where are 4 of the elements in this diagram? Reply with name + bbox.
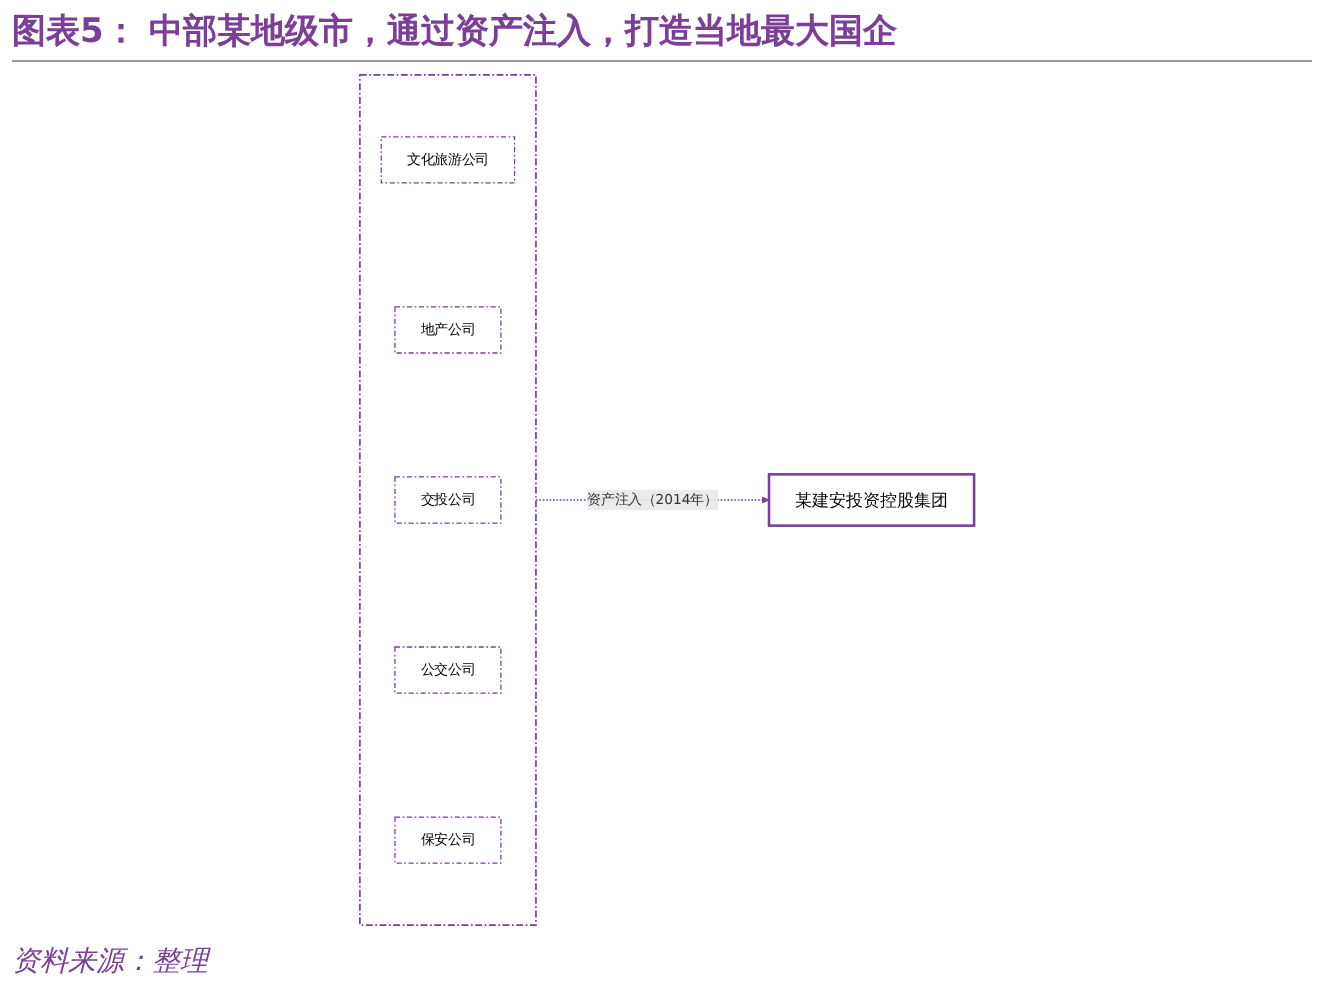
diagram-title: 图表5： 中部某地级市，通过资产注入，打造当地最大国企 (12, 8, 1312, 62)
cluster (359, 74, 537, 926)
node-box: 某建安投资控股集团 (767, 473, 976, 527)
source-caption: 资料来源：整理 (12, 944, 208, 980)
